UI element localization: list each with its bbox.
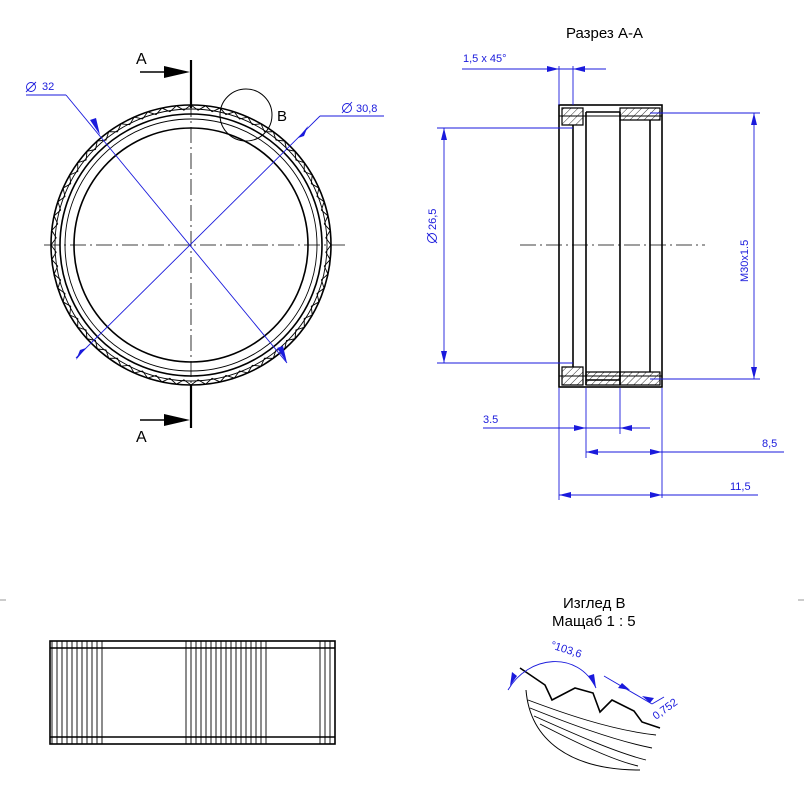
hatch-bottom-right bbox=[619, 371, 661, 386]
dim-3-5-value: 3.5 bbox=[483, 414, 498, 426]
section-title: Разрез A-A bbox=[566, 25, 643, 42]
detail-circle bbox=[219, 88, 273, 142]
hatch-bottom-mid bbox=[585, 371, 621, 386]
section-view: Разрез A-A 1,5 x 45° bbox=[426, 25, 784, 500]
dim-tooth-value: 0,752 bbox=[651, 697, 680, 723]
side-view-outline bbox=[49, 640, 336, 745]
hatch-top-left bbox=[561, 107, 584, 126]
knurl-lines bbox=[51, 641, 331, 744]
dim-angle-arc bbox=[507, 661, 597, 691]
detail-view: Изглед B Мащаб 1 : 5 °103,6 0,752 bbox=[507, 595, 680, 771]
detail-mark: B bbox=[277, 108, 287, 125]
section-mark-bottom: A bbox=[136, 429, 147, 446]
detail-boundary bbox=[525, 689, 641, 771]
section-arrow-bottom bbox=[164, 414, 190, 426]
section-outline bbox=[558, 104, 663, 388]
side-view bbox=[49, 640, 336, 745]
dim-d30-8-value: 30,8 bbox=[356, 103, 377, 115]
dim-width-8-5: 8,5 bbox=[585, 388, 784, 498]
dim-width-3-5: 3.5 bbox=[483, 388, 650, 434]
dim-thread: M30x1.5 bbox=[650, 112, 760, 380]
section-mark-top: A bbox=[136, 51, 147, 68]
dim-chamfer-value: 1,5 x 45° bbox=[463, 53, 507, 65]
dim-diameter-30-8: 30,8 bbox=[75, 101, 384, 360]
dim-11-5-value: 11,5 bbox=[730, 481, 751, 493]
dim-8-5-value: 8,5 bbox=[762, 438, 777, 450]
dim-d26-5-value: 26,5 bbox=[427, 209, 439, 230]
dim-width-11-5: 11,5 bbox=[558, 388, 758, 500]
dim-chamfer: 1,5 x 45° bbox=[462, 53, 606, 105]
section-arrow-top bbox=[164, 66, 190, 78]
dim-diameter-26-5: 26,5 bbox=[426, 127, 573, 364]
dim-angle-value: °103,6 bbox=[549, 639, 583, 660]
dim-d32-value: 32 bbox=[42, 81, 54, 93]
dim-thread-value: M30x1.5 bbox=[739, 240, 751, 282]
front-view: A A B 32 30,8 bbox=[25, 51, 384, 446]
detail-title: Изглед B bbox=[563, 595, 626, 612]
detail-scale: Мащаб 1 : 5 bbox=[552, 613, 636, 630]
dim-diameter-32: 32 bbox=[25, 81, 288, 364]
hatch-top-right bbox=[619, 107, 661, 121]
